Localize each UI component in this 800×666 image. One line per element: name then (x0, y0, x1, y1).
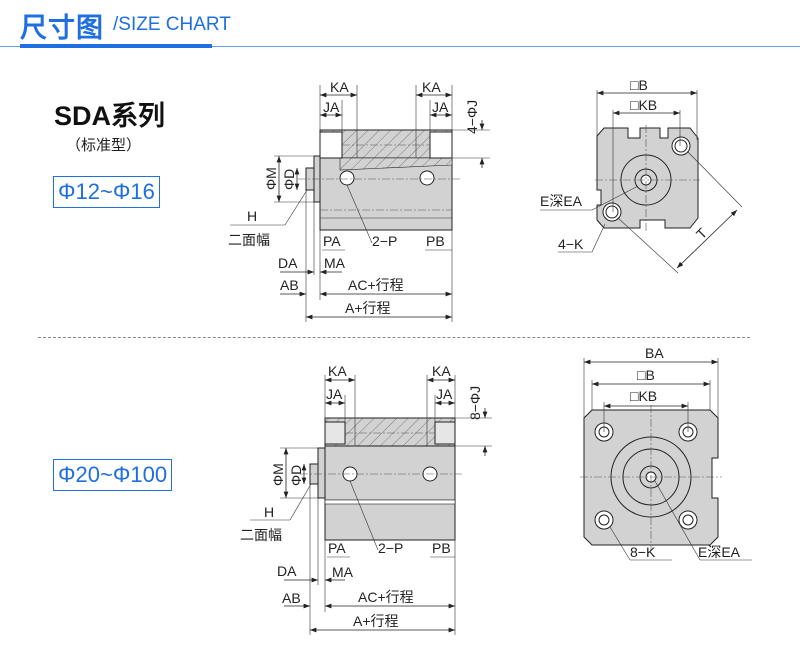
label-ka: KA (330, 79, 349, 95)
label-phid: ΦD (281, 169, 297, 190)
label-ka: KA (328, 363, 347, 379)
front-view-large: BA □B □KB 8−K E深EA (580, 345, 752, 561)
label-ja: JA (323, 99, 340, 115)
series-subtype: （标准型） (66, 136, 142, 154)
label-b: □B (637, 367, 655, 383)
series-title: SDA系列 (54, 101, 166, 131)
label-a-stroke: A+行程 (345, 300, 391, 316)
label-ja: JA (432, 99, 449, 115)
label-ba: BA (645, 345, 664, 361)
label-ac-stroke: AC+行程 (358, 589, 414, 605)
label-ja: JA (436, 386, 453, 402)
bore-range-large: Φ20~Φ100 (53, 459, 173, 491)
label-a-stroke: A+行程 (353, 613, 399, 629)
label-ma: MA (324, 255, 346, 271)
section-separator (38, 337, 750, 338)
label-b: □B (630, 77, 648, 93)
label-ja: JA (326, 386, 343, 402)
header-divider (0, 46, 800, 47)
header-title-cn: 尺寸图 (20, 13, 104, 44)
label-phij: 4−ΦJ (464, 100, 480, 134)
bore-range-small: Φ12~Φ16 (53, 176, 160, 208)
label-kb: □KB (630, 97, 657, 113)
label-pb: PB (426, 233, 445, 249)
label-flats: 二面幅 (240, 527, 282, 543)
label-p: 2−P (378, 540, 403, 556)
label-h: H (247, 208, 257, 224)
label-ab: AB (280, 277, 299, 293)
label-phij: 8−ΦJ (467, 386, 483, 420)
label-ka: KA (422, 79, 441, 95)
label-pa: PA (328, 540, 346, 556)
side-view-large: KA JA KA JA 8−ΦJ ΦM ΦD H 二面幅 PA 2−P PB D… (240, 363, 492, 635)
label-t: T (693, 224, 711, 242)
label-pb: PB (432, 540, 451, 556)
label-ka: KA (432, 363, 451, 379)
label-phid: ΦD (288, 465, 304, 486)
side-view-small: KA JA KA JA 4−ΦJ ΦM ΦD H 二面幅 PA 2−P PB D… (228, 79, 490, 322)
label-k: 4−K (558, 236, 584, 252)
label-pa: PA (323, 233, 341, 249)
label-da: DA (277, 563, 297, 579)
header-accent-bar (20, 44, 212, 48)
label-flats: 二面幅 (228, 232, 270, 248)
front-view-small: □B □KB E深EA 4−K T (540, 77, 743, 274)
label-ac-stroke: AC+行程 (348, 277, 404, 293)
label-kb: □KB (630, 388, 657, 404)
label-ma: MA (332, 564, 354, 580)
label-e-depth: E深EA (698, 544, 741, 560)
label-ab: AB (282, 590, 301, 606)
label-phim: ΦM (270, 463, 286, 486)
label-phim: ΦM (263, 167, 279, 190)
label-h: H (264, 504, 274, 520)
header-title-en: /SIZE CHART (113, 14, 231, 35)
label-e-depth: E深EA (540, 193, 583, 209)
label-p: 2−P (372, 233, 397, 249)
label-da: DA (278, 255, 298, 271)
label-k: 8−K (630, 544, 656, 560)
